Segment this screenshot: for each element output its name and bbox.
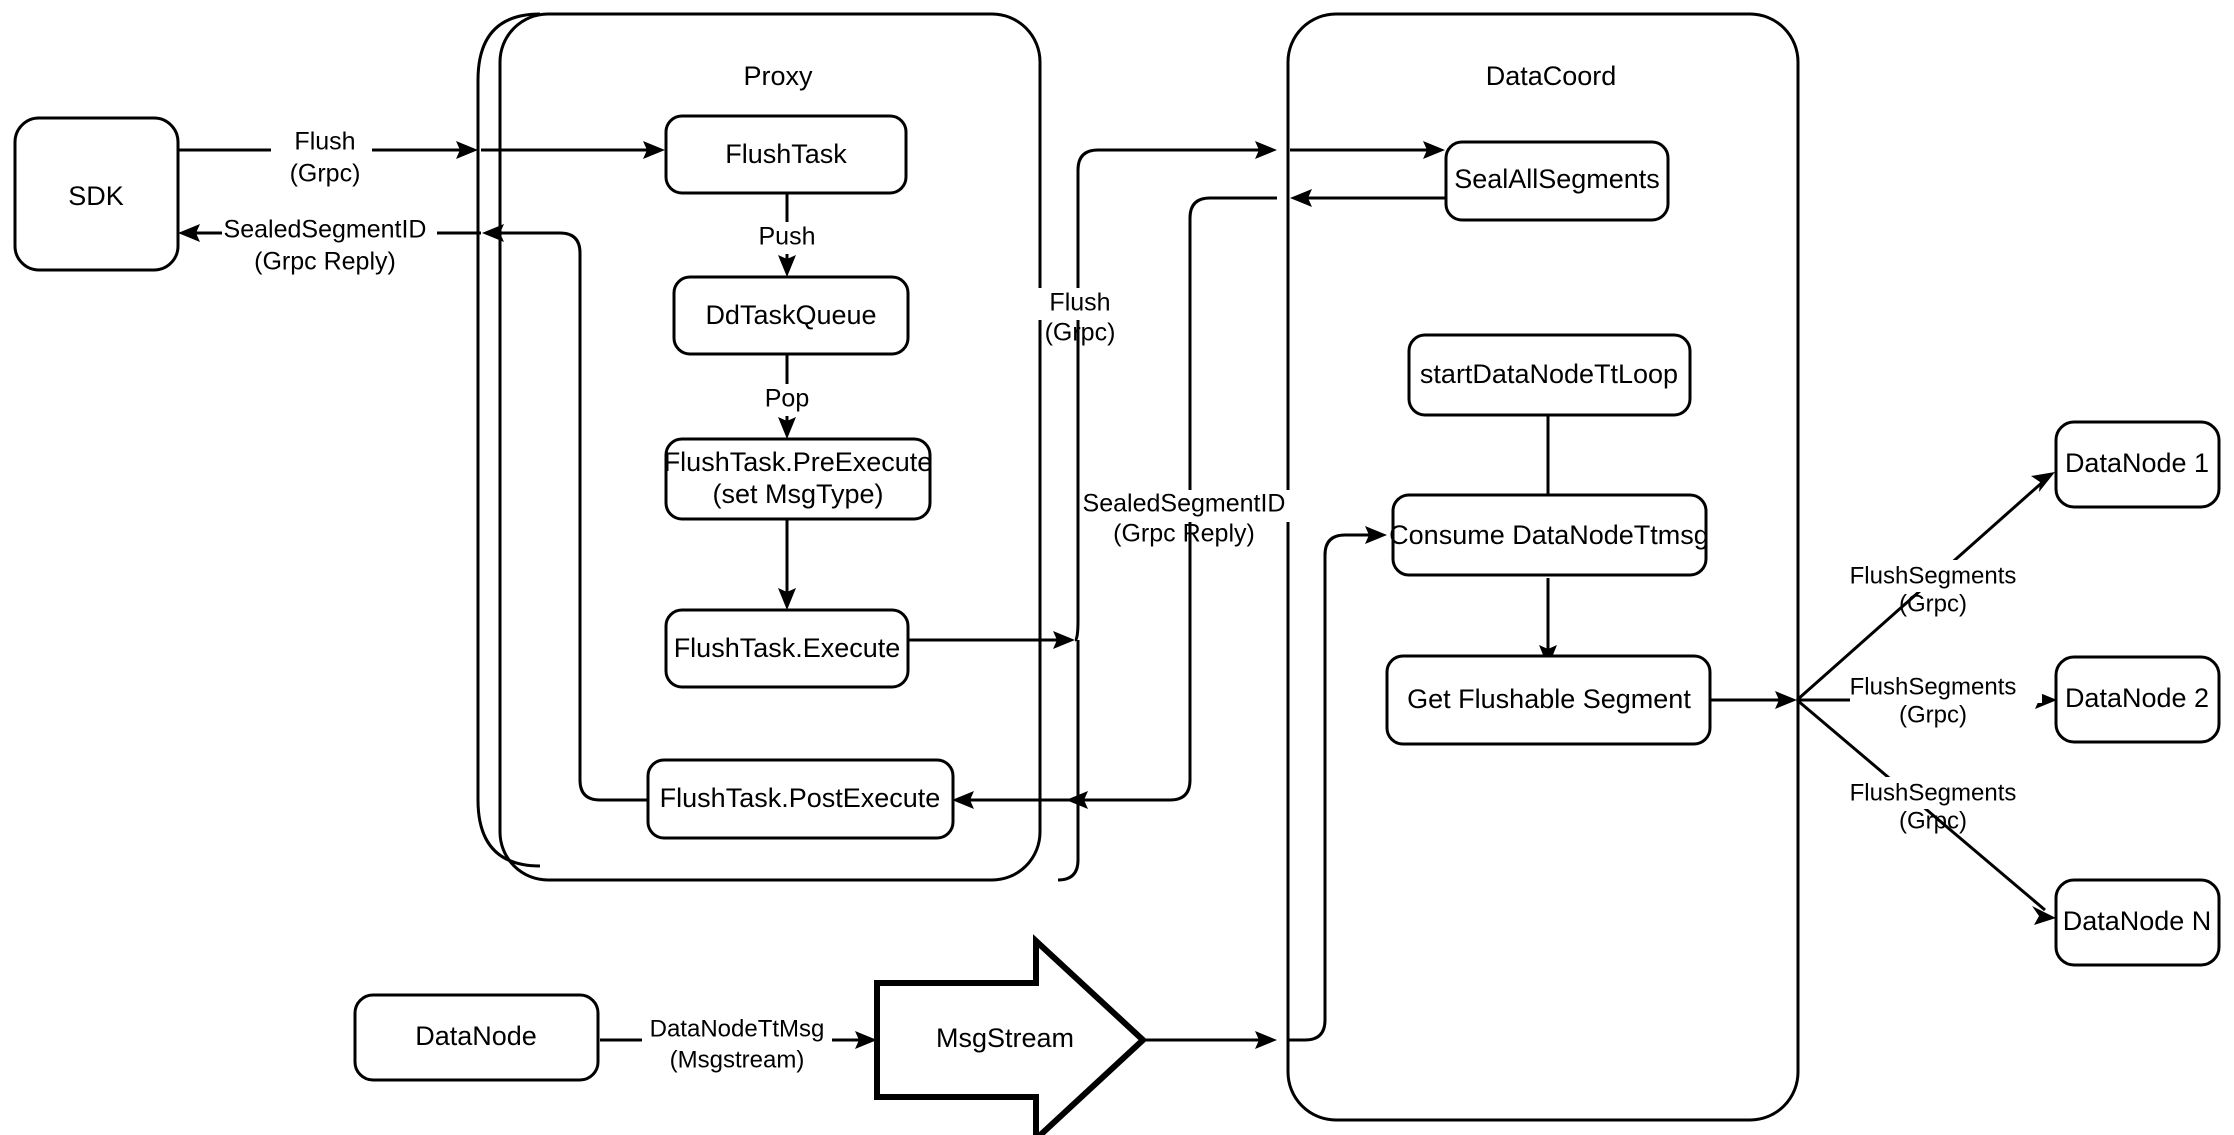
node-seal-all-segments-label: SealAllSegments — [1454, 164, 1660, 194]
arrowhead-execute-to-flush-rail — [1053, 631, 1075, 649]
node-flush-task-execute-label: FlushTask.Execute — [674, 633, 901, 663]
node-start-datanode-tt-loop[interactable] — [1407, 333, 1692, 417]
node-msgstream-label: MsgStream — [936, 1023, 1074, 1053]
node-consume-datanode-ttmsg[interactable] — [1391, 493, 1708, 577]
arrowhead-sealall-to-boundary — [1290, 189, 1312, 207]
edge-proxy-rail-bottom-curve — [476, 799, 541, 868]
edge-label-datacoord-to-proxy-line2: (Grpc Reply) — [1113, 520, 1255, 548]
label-bg-sealedsegmentid-datacoord — [1083, 490, 1297, 522]
node-flush-task-postexecute-label: FlushTask.PostExecute — [660, 783, 941, 813]
edge-label-datanode-ttmsg-line2: (Msgstream) — [670, 1046, 805, 1073]
label-bg-flushsegments-2 — [1850, 671, 2042, 703]
node-flush-task-preexecute-label-line2: (set MsgType) — [712, 479, 883, 509]
arrowhead-junction-to-datanoden — [2032, 906, 2056, 925]
node-get-flushable-segment-label: Get Flushable Segment — [1407, 684, 1691, 714]
node-datanode-n-label: DataNode N — [2063, 906, 2212, 936]
node-flush-task-postexecute[interactable] — [646, 758, 955, 840]
arrowhead-ddtaskqueue-to-preexecute — [778, 417, 796, 439]
node-flush-task[interactable] — [664, 114, 908, 195]
node-consume-datanode-ttmsg-label: Consume DataNodeTtmsg — [1389, 520, 1709, 550]
arrowhead-datanode-to-msgstream — [855, 1031, 877, 1049]
arrowhead-ttmsg-rail-to-consume — [1365, 526, 1387, 544]
arrowhead-getflushable-to-junction — [1775, 691, 1797, 709]
arrowhead-boundary-to-flushtask — [643, 141, 665, 159]
edge-label-proxy-to-sdk-line1: SealedSegmentID — [224, 216, 427, 244]
arrowhead-msgstream-to-datacoord — [1255, 1031, 1277, 1049]
node-datanode-2-label: DataNode 2 — [2065, 683, 2209, 713]
edge-label-datanode-ttmsg-line1: DataNodeTtMsg — [650, 1015, 825, 1042]
node-start-datanode-tt-loop-label: startDataNodeTtLoop — [1420, 359, 1678, 389]
edge-label-proxy-to-datacoord-line2: (Grpc) — [1045, 319, 1116, 347]
node-flush-task-label: FlushTask — [725, 139, 847, 169]
label-bg-flush-grpc — [271, 127, 372, 159]
node-msgstream[interactable] — [874, 934, 1148, 1135]
arrowhead-proxy-to-sdk — [178, 224, 200, 242]
label-bg-datanode-ttmsg — [642, 1024, 832, 1056]
arrowhead-flush-to-datacoord-boundary — [1255, 141, 1277, 159]
node-datanode-1[interactable] — [2054, 420, 2221, 509]
node-dd-task-queue-label: DdTaskQueue — [705, 300, 876, 330]
node-flush-task-execute[interactable] — [664, 608, 910, 689]
edge-label-flush-segments-1-line1: FlushSegments — [1850, 562, 2017, 589]
node-seal-all-segments[interactable] — [1444, 140, 1670, 222]
label-bg-push — [750, 222, 824, 254]
arrowhead-preexecute-to-execute — [778, 588, 796, 610]
node-datanode-n[interactable] — [2054, 878, 2221, 967]
label-bg-flush-grpc-datacoord — [1031, 288, 1127, 320]
label-bg-sealedsegmentid-reply — [222, 216, 437, 248]
node-dd-task-queue[interactable] — [672, 275, 910, 356]
edge-proxy-rail-top-curve — [476, 12, 541, 81]
arrowhead-sealedsegmentid-to-postexecute — [952, 791, 974, 809]
edge-label-flush-segments-1-line2: (Grpc) — [1899, 590, 1967, 617]
arrowhead-flushtask-to-ddtaskqueue — [778, 255, 796, 277]
edge-label-proxy-to-datacoord-line1: Flush — [1049, 289, 1110, 317]
edge-ttmsg-rail-to-consume — [1288, 533, 1375, 1042]
edge-label-pop: Pop — [765, 385, 809, 413]
node-datanode-source[interactable] — [353, 993, 600, 1082]
node-get-flushable-segment[interactable] — [1385, 654, 1712, 746]
container-datacoord-label: DataCoord — [1486, 61, 1617, 91]
edge-label-datacoord-to-proxy-line1: SealedSegmentID — [1083, 490, 1286, 518]
edge-flush-rail-lower — [1057, 640, 1080, 882]
label-bg-flushsegments-n — [1850, 777, 2042, 809]
node-sdk-label: SDK — [68, 181, 124, 211]
arrowhead-boundary-to-sealall — [1423, 141, 1445, 159]
edge-label-sdk-to-proxy-line1: Flush — [294, 128, 355, 156]
node-flush-task-preexecute-label-line1: FlushTask.PreExecute — [664, 447, 933, 477]
edge-label-flush-segments-n-line1: FlushSegments — [1850, 779, 2017, 806]
edge-label-proxy-to-sdk-line2: (Grpc Reply) — [254, 248, 396, 276]
node-datanode-source-label: DataNode — [415, 1021, 537, 1051]
arrowhead-junction-to-datanode1 — [2031, 472, 2055, 492]
label-bg-flushsegments-1 — [1850, 560, 2042, 592]
node-flush-task-preexecute[interactable] — [664, 437, 932, 521]
edge-label-sdk-to-proxy-line2: (Grpc) — [290, 160, 361, 188]
arrowhead-sdk-to-proxy — [456, 141, 478, 159]
edge-label-flush-segments-2-line1: FlushSegments — [1850, 673, 2017, 700]
container-proxy-label: Proxy — [743, 61, 813, 91]
node-datanode-1-label: DataNode 1 — [2065, 448, 2209, 478]
edge-postexecute-to-reply-rail — [494, 231, 653, 802]
edge-label-push: Push — [759, 223, 816, 251]
edge-label-flush-segments-n-line2: (Grpc) — [1899, 807, 1967, 834]
edge-flush-grpc-rail — [1074, 148, 1265, 642]
node-datanode-2[interactable] — [2054, 655, 2221, 744]
edge-label-flush-segments-2-line2: (Grpc) — [1899, 701, 1967, 728]
node-sdk[interactable] — [13, 116, 180, 272]
label-bg-pop — [753, 384, 821, 416]
arrowhead-postexecute-to-reply — [482, 224, 504, 242]
